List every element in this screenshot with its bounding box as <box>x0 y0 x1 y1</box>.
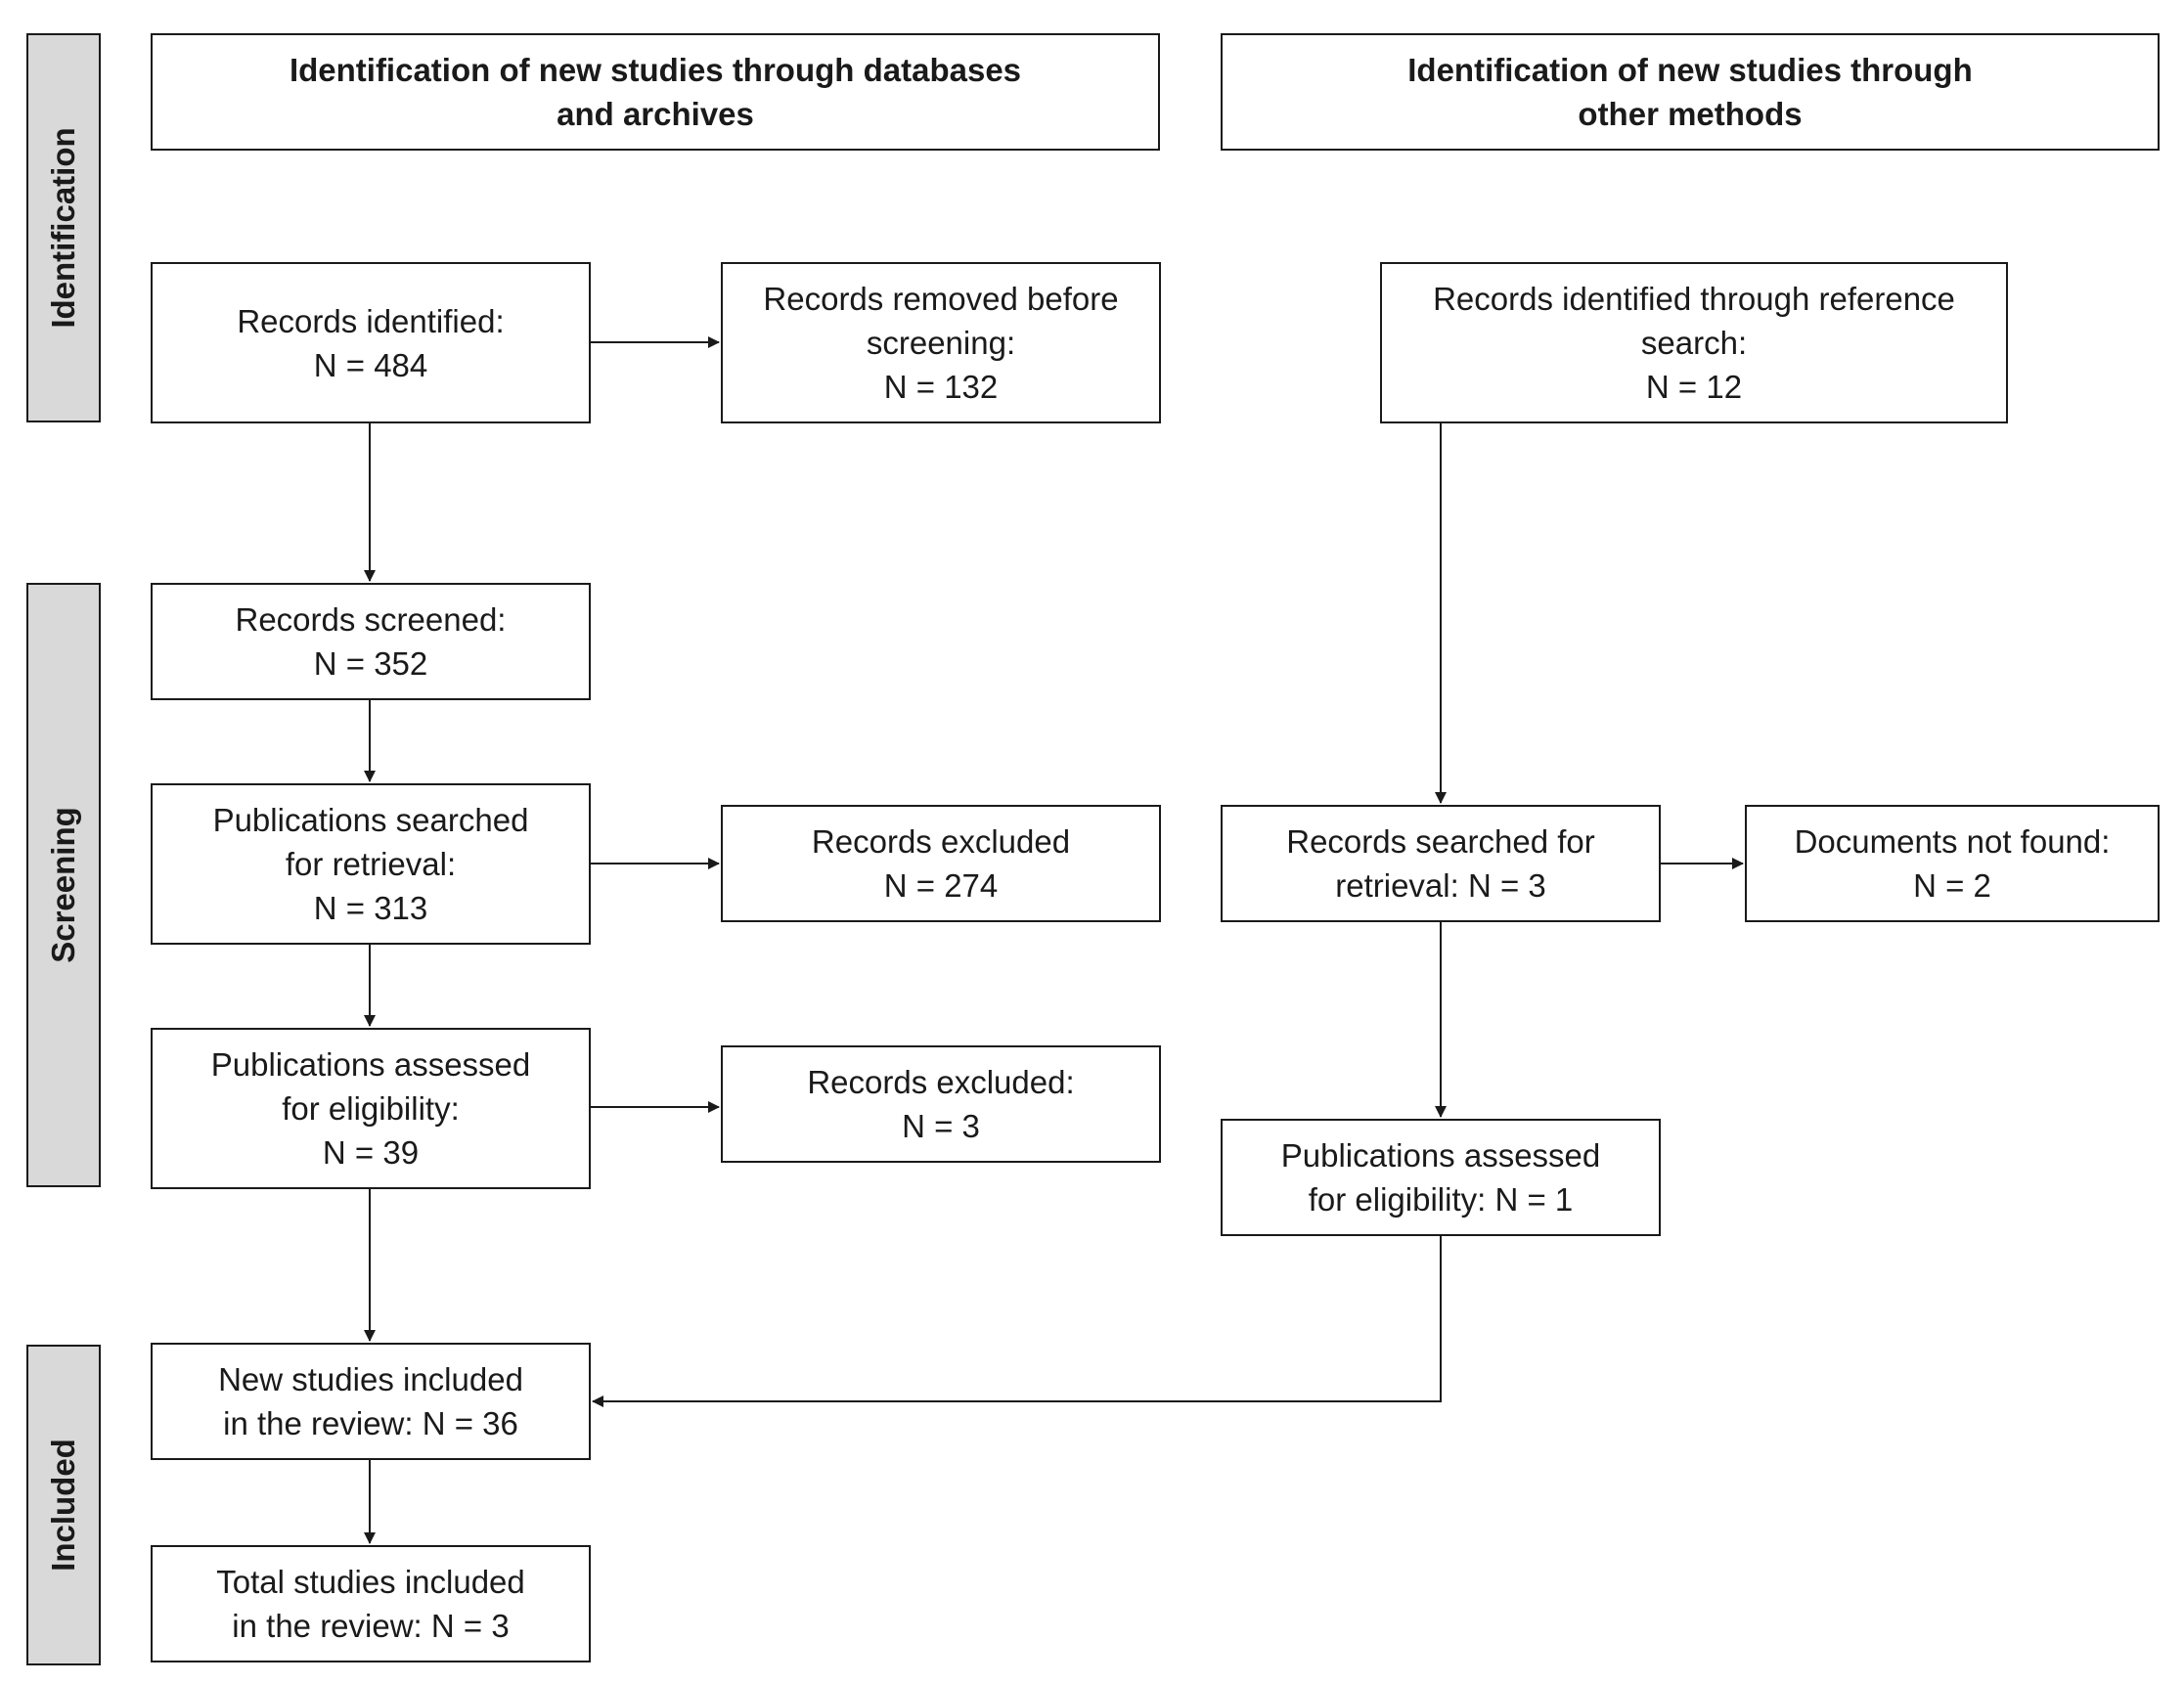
records-excluded-274-line2: N = 274 <box>883 867 999 904</box>
records-excluded-3-line1: Records excluded: <box>807 1064 1075 1100</box>
records-screened-line1: Records screened: <box>235 601 507 638</box>
pubs-searched-line3: N = 313 <box>313 890 428 926</box>
box-new-studies-included: New studies included in the review: N = … <box>151 1343 591 1460</box>
header-databases: Identification of new studies through da… <box>151 33 1160 151</box>
box-records-identified: Records identified: N = 484 <box>151 262 591 423</box>
box-publications-assessed: Publications assessed for eligibility: N… <box>151 1028 591 1189</box>
records-searched-other-line2: retrieval: N = 3 <box>1335 867 1546 904</box>
records-reference-line2: search: <box>1640 325 1748 361</box>
box-records-excluded-3: Records excluded: N = 3 <box>721 1045 1161 1163</box>
box-total-studies-included: Total studies included in the review: N … <box>151 1545 591 1662</box>
stage-screening: Screening <box>26 583 101 1187</box>
box-records-reference-search: Records identified through reference sea… <box>1380 262 2008 423</box>
records-reference-line1: Records identified through reference <box>1433 281 1955 317</box>
total-studies-line2: in the review: N = 3 <box>232 1608 510 1644</box>
records-removed-line1: Records removed before <box>763 281 1119 317</box>
box-publications-searched: Publications searched for retrieval: N =… <box>151 783 591 945</box>
records-reference-line3: N = 12 <box>1645 369 1743 405</box>
header-other-line2: other methods <box>1578 96 1803 132</box>
box-records-screened: Records screened: N = 352 <box>151 583 591 700</box>
new-studies-line1: New studies included <box>218 1361 523 1397</box>
records-excluded-274-line1: Records excluded <box>811 823 1071 860</box>
pubs-searched-line2: for retrieval: <box>285 846 457 882</box>
new-studies-line2: in the review: N = 36 <box>223 1405 518 1441</box>
documents-not-found-line1: Documents not found: <box>1794 823 2111 860</box>
records-removed-line3: N = 132 <box>883 369 999 405</box>
records-screened-line2: N = 352 <box>313 645 428 682</box>
pubs-assessed-other-line2: for eligibility: N = 1 <box>1308 1181 1574 1218</box>
pubs-assessed-line3: N = 39 <box>322 1134 420 1171</box>
box-records-searched-retrieval: Records searched for retrieval: N = 3 <box>1221 805 1661 922</box>
records-identified-line2: N = 484 <box>313 346 428 383</box>
header-databases-line1: Identification of new studies through da… <box>289 52 1022 88</box>
arrow-assessed-other-to-new-studies <box>592 1236 1442 1407</box>
pubs-assessed-other-line1: Publications assessed <box>1280 1137 1601 1174</box>
pubs-assessed-line2: for eligibility: <box>282 1090 460 1127</box>
header-other-line1: Identification of new studies through <box>1407 52 1973 88</box>
records-searched-other-line1: Records searched for <box>1286 823 1595 860</box>
records-identified-line1: Records identified: <box>237 302 505 339</box>
box-records-excluded-274: Records excluded N = 274 <box>721 805 1161 922</box>
documents-not-found-line2: N = 2 <box>1913 867 1991 904</box>
header-databases-line2: and archives <box>557 96 754 132</box>
box-documents-not-found: Documents not found: N = 2 <box>1745 805 2160 922</box>
stage-included: Included <box>26 1345 101 1665</box>
stage-identification: Identification <box>26 33 101 422</box>
box-publications-assessed-other: Publications assessed for eligibility: N… <box>1221 1119 1661 1236</box>
total-studies-line1: Total studies included <box>216 1564 525 1600</box>
header-other-methods: Identification of new studies through ot… <box>1221 33 2160 151</box>
pubs-assessed-line1: Publications assessed <box>210 1046 531 1083</box>
pubs-searched-line1: Publications searched <box>212 802 529 838</box>
records-removed-line2: screening: <box>866 325 1016 361</box>
records-excluded-3-line2: N = 3 <box>902 1108 980 1144</box>
box-records-removed: Records removed before screening: N = 13… <box>721 262 1161 423</box>
